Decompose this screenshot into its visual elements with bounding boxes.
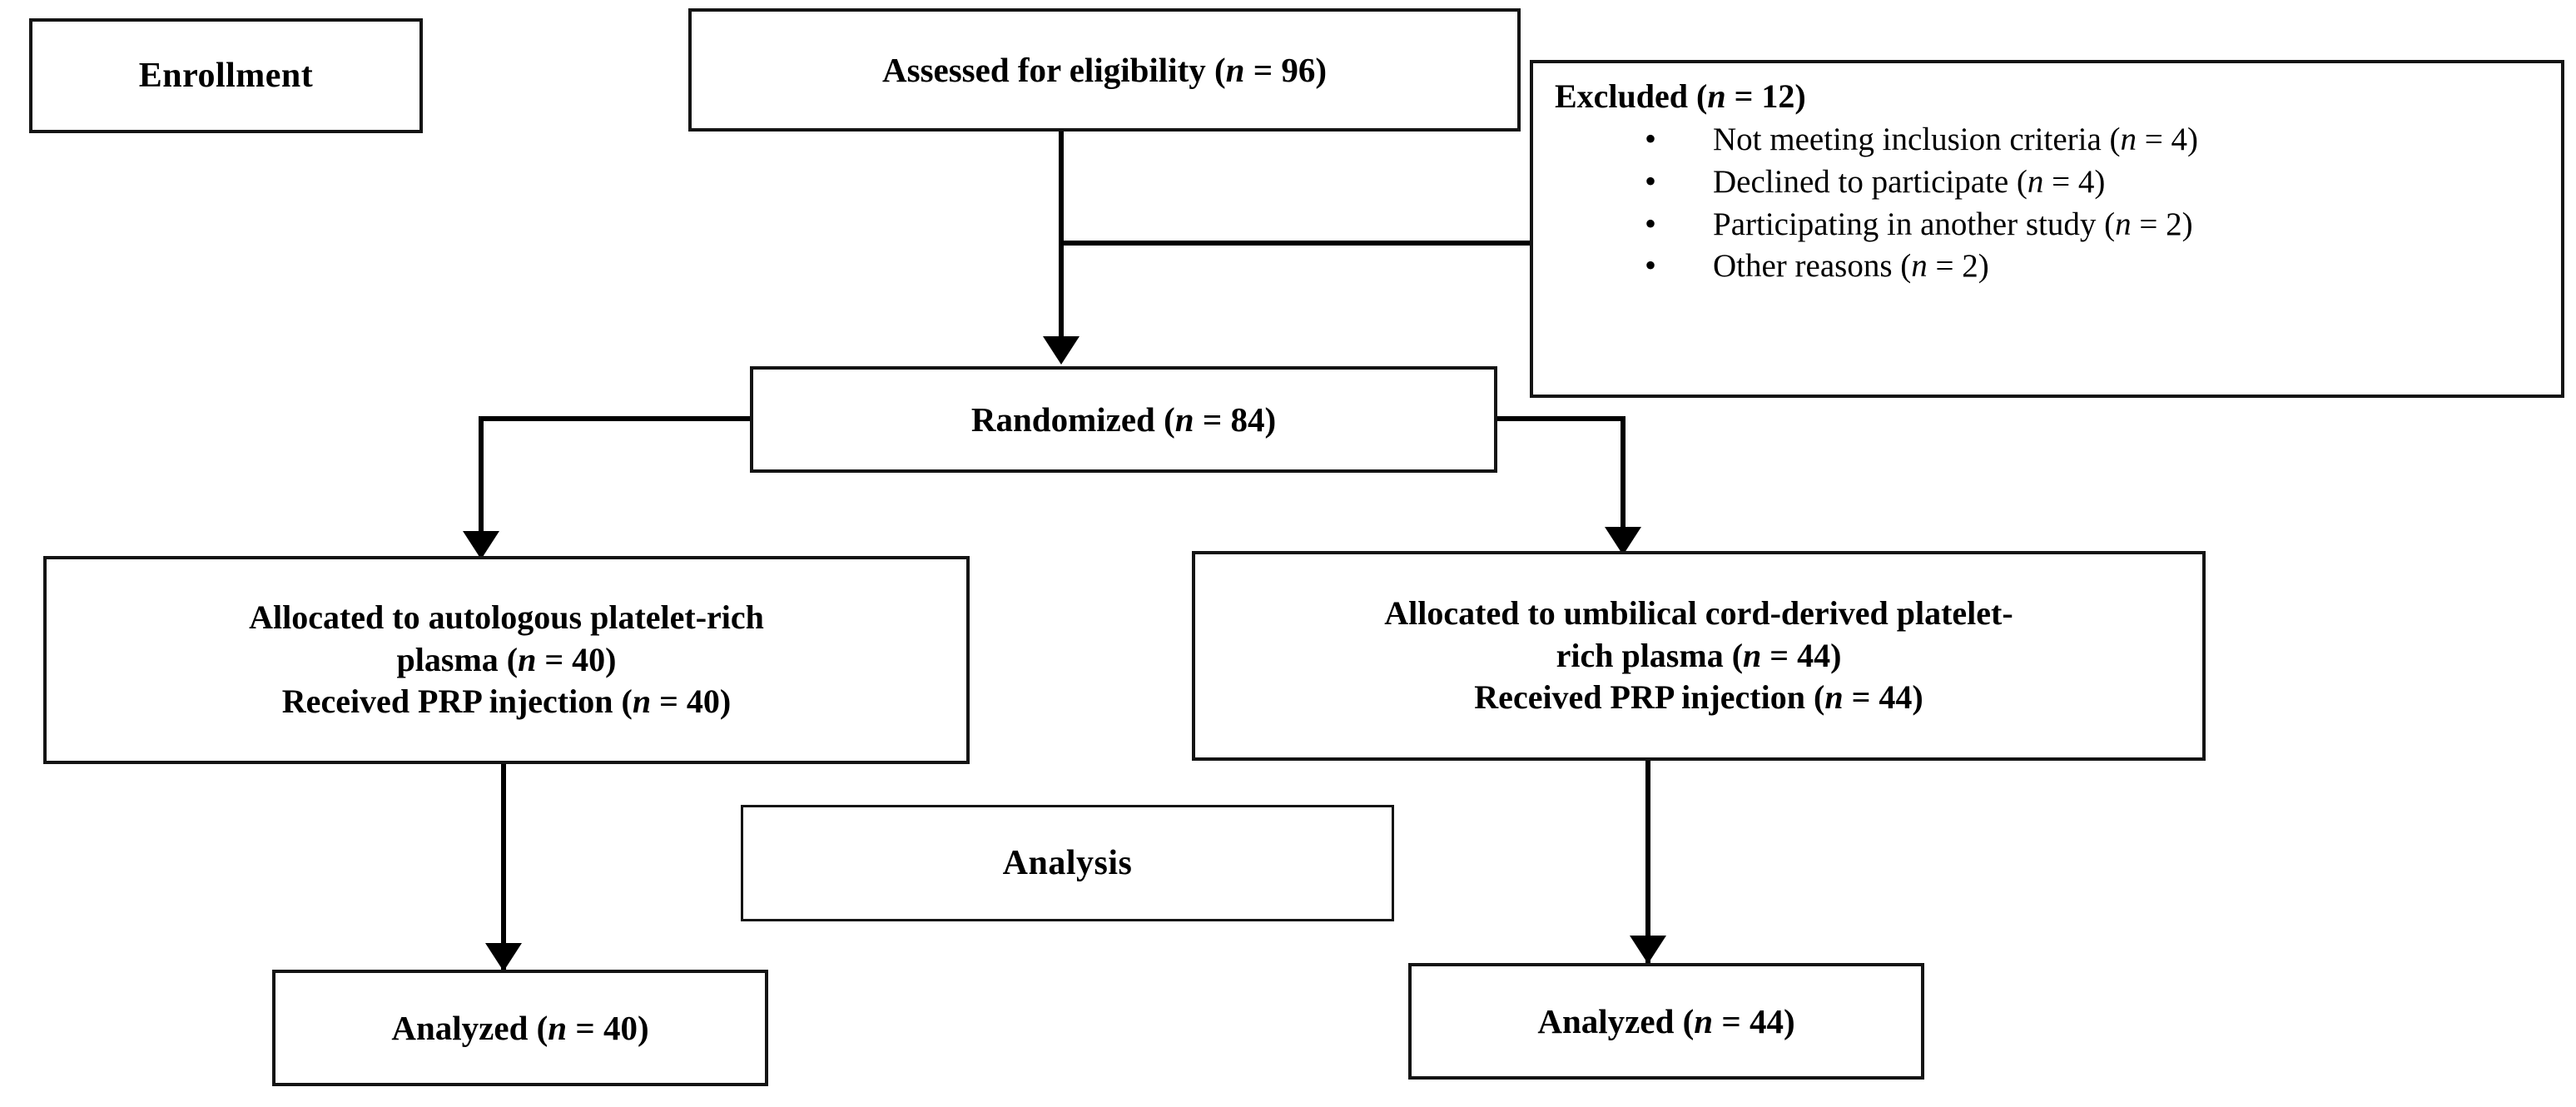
connector-randomized-right-horizontal — [1494, 416, 1626, 421]
alloc-right-line1: Allocated to umbilical cord-derived plat… — [1384, 594, 2013, 633]
excluded-reason-n-symbol: n — [2115, 206, 2132, 242]
alloc-left-line3-n-symbol: n — [632, 683, 652, 721]
alloc-left-line1: Allocated to autologous platelet-rich — [249, 598, 764, 637]
node-allocated-left-text: Allocated to autologous platelet-rich pl… — [47, 597, 966, 722]
arrowhead-to-alloc-left — [463, 531, 499, 559]
node-analyzed-right-text: Analyzed (n = 44) — [1537, 1002, 1795, 1040]
node-excluded: Excluded (n = 12) • Not meeting inclusion… — [1530, 60, 2564, 398]
analyzed-left-label: Analyzed — [391, 1009, 529, 1047]
analyzed-left-n-symbol: n — [548, 1009, 568, 1047]
excluded-title: Excluded (n = 12) — [1555, 77, 1806, 115]
connector-to-excluded — [1059, 241, 1531, 246]
randomized-n-value: 84 — [1230, 400, 1265, 439]
alloc-right-line2-n-symbol: n — [1743, 636, 1762, 674]
alloc-right-line3-n-symbol: n — [1824, 678, 1844, 717]
connector-randomized-left-vertical — [479, 416, 484, 558]
excluded-reason-list: •Not meeting inclusion criteria (n = 4) … — [1555, 119, 2543, 288]
stage-label-analysis-text: Analysis — [1002, 844, 1133, 882]
alloc-left-line3-label: Received PRP injection — [281, 683, 613, 721]
connector-randomized-left-horizontal — [479, 416, 753, 421]
node-randomized: Randomized (n = 84) — [750, 366, 1497, 473]
excluded-reason-item: •Declined to participate (n = 4) — [1645, 161, 2543, 204]
stage-label-analysis: Analysis — [741, 805, 1394, 921]
arrowhead-to-alloc-right — [1605, 527, 1641, 555]
alloc-right-line2-label: rich plasma — [1556, 636, 1724, 674]
bullet-icon: • — [1645, 120, 1657, 158]
alloc-right-line3-n-value: 44 — [1879, 678, 1913, 717]
node-analyzed-left: Analyzed (n = 40) — [272, 970, 768, 1086]
alloc-left-line3: Received PRP injection (n = 40) — [281, 683, 732, 721]
randomized-n-symbol: n — [1174, 400, 1194, 439]
excluded-n-symbol: n — [1707, 77, 1726, 115]
bullet-icon: • — [1645, 161, 1657, 200]
analyzed-right-n-symbol: n — [1694, 1002, 1714, 1040]
analyzed-right-n-value: 44 — [1749, 1002, 1784, 1040]
node-allocated-left: Allocated to autologous platelet-rich pl… — [43, 556, 970, 764]
excluded-title-label: Excluded — [1555, 77, 1689, 115]
assessed-n-symbol: n — [1225, 51, 1245, 89]
excluded-n-value: 12 — [1761, 77, 1795, 115]
analyzed-left-n-value: 40 — [603, 1009, 638, 1047]
alloc-left-line2-n-value: 40 — [572, 640, 606, 678]
alloc-right-line2: rich plasma (n = 44) — [1556, 636, 1842, 674]
bullet-icon: • — [1645, 246, 1657, 285]
node-analyzed-left-text: Analyzed (n = 40) — [391, 1009, 649, 1047]
excluded-reason-n-value: 4 — [2077, 163, 2095, 200]
alloc-right-line2-n-value: 44 — [1797, 636, 1831, 674]
node-assessed-for-eligibility: Assessed for eligibility (n = 96) — [688, 8, 1521, 132]
node-analyzed-right: Analyzed (n = 44) — [1408, 963, 1924, 1080]
excluded-reason-n-value: 4 — [2171, 122, 2188, 158]
excluded-reason-n-value: 2 — [1962, 248, 1978, 285]
excluded-reason-n-symbol: n — [1911, 248, 1928, 285]
excluded-reason-text: Participating in another study — [1713, 206, 2097, 242]
excluded-reason-item: •Participating in another study (n = 2) — [1645, 204, 2543, 246]
excluded-reason-n-symbol: n — [2027, 163, 2044, 200]
randomized-label: Randomized — [970, 400, 1155, 439]
excluded-reason-n-value: 2 — [2166, 206, 2182, 242]
node-assessed-text: Assessed for eligibility (n = 96) — [882, 51, 1327, 89]
arrowhead-to-analyzed-right — [1630, 936, 1666, 964]
stage-label-enrollment-text: Enrollment — [138, 57, 314, 95]
assessed-n-value: 96 — [1281, 51, 1316, 89]
excluded-reason-text: Declined to participate — [1713, 163, 2009, 200]
excluded-reason-item: •Not meeting inclusion criteria (n = 4) — [1645, 119, 2543, 161]
alloc-left-line2: plasma (n = 40) — [396, 640, 617, 678]
excluded-reason-text: Other reasons — [1713, 248, 1893, 285]
alloc-right-line3: Received PRP injection (n = 44) — [1474, 678, 1923, 717]
node-randomized-text: Randomized (n = 84) — [970, 400, 1277, 439]
arrowhead-to-analyzed-left — [485, 943, 522, 971]
connector-alloc-right-to-analyzed — [1645, 759, 1650, 963]
arrowhead-to-randomized — [1043, 336, 1080, 365]
node-allocated-right: Allocated to umbilical cord-derived plat… — [1192, 551, 2206, 761]
excluded-reason-text: Not meeting inclusion criteria — [1713, 122, 2102, 158]
alloc-left-line3-n-value: 40 — [686, 683, 720, 721]
alloc-right-line3-label: Received PRP injection — [1474, 678, 1805, 717]
excluded-body: Excluded (n = 12) • Not meeting inclusion… — [1533, 63, 2561, 296]
excluded-reason-item: •Other reasons (n = 2) — [1645, 246, 2543, 288]
analyzed-right-label: Analyzed — [1537, 1002, 1675, 1040]
assessed-label: Assessed for eligibility — [882, 51, 1206, 89]
connector-alloc-left-to-analyzed — [501, 762, 506, 970]
connector-randomized-right-vertical — [1621, 416, 1626, 554]
excluded-reason-n-symbol: n — [2120, 122, 2137, 158]
alloc-left-line2-label: plasma — [396, 640, 499, 678]
alloc-left-line2-n-symbol: n — [518, 640, 537, 678]
node-allocated-right-text: Allocated to umbilical cord-derived plat… — [1195, 593, 2202, 718]
stage-label-enrollment: Enrollment — [29, 18, 423, 133]
bullet-icon: • — [1645, 204, 1657, 242]
